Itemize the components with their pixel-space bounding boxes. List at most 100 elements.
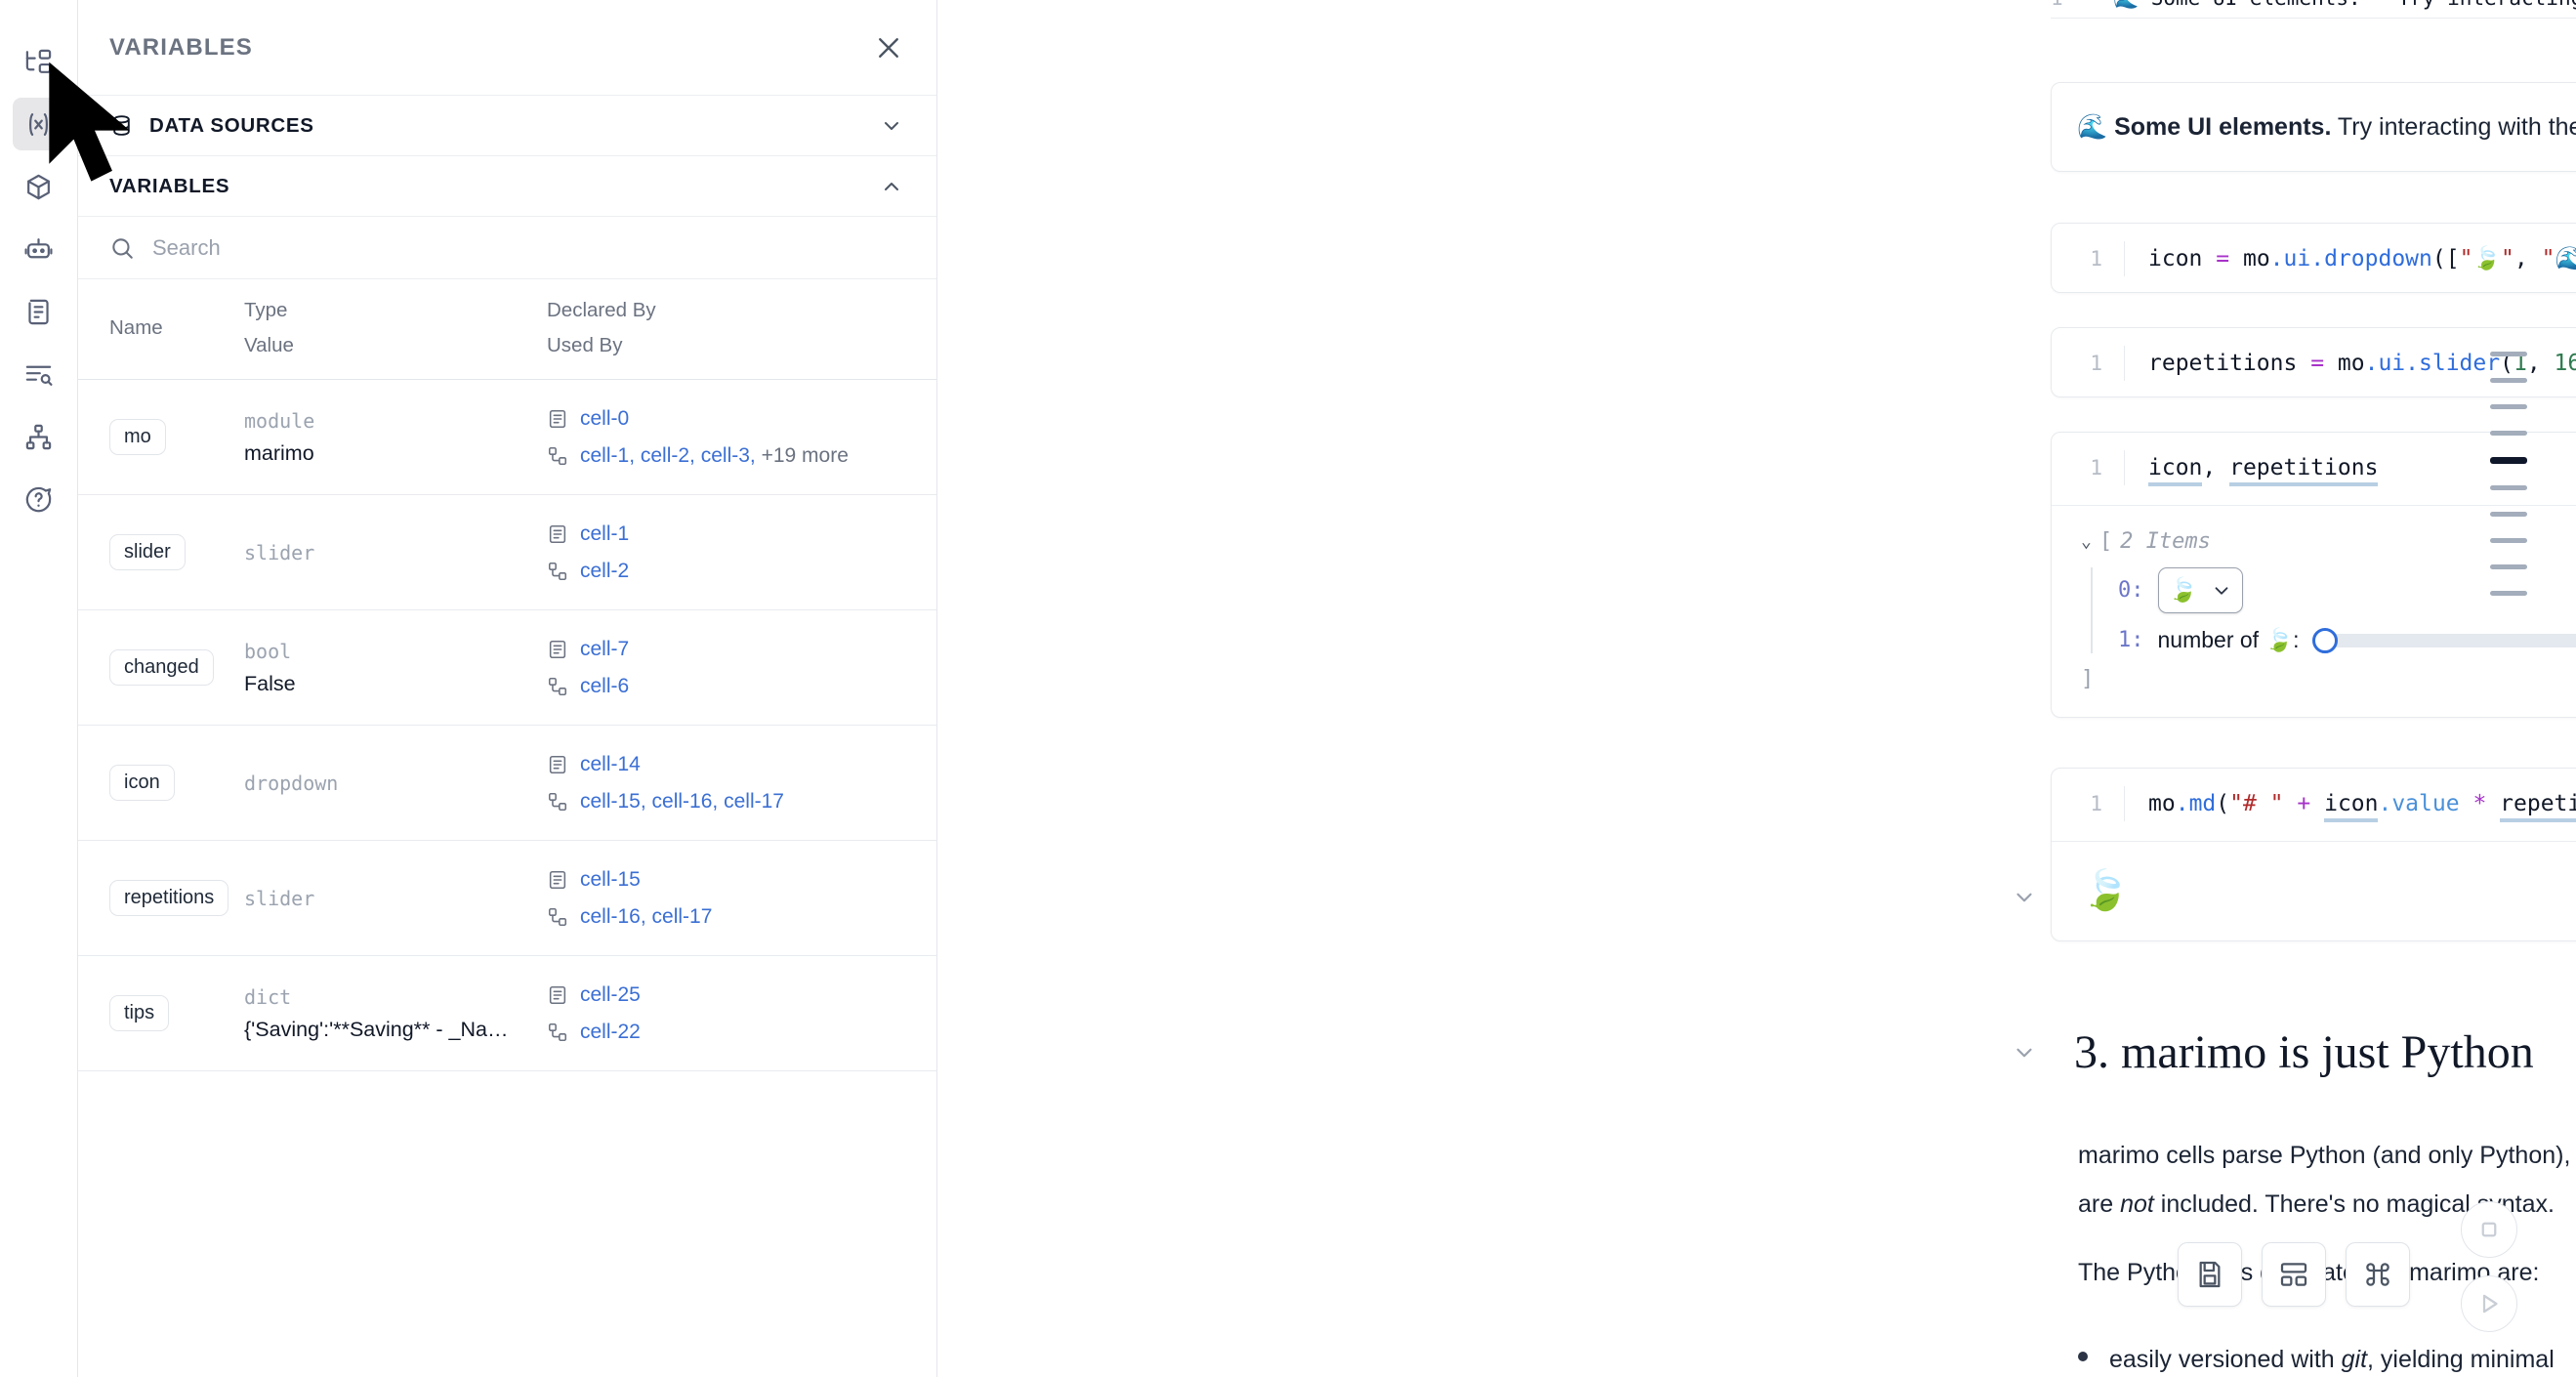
variable-name-chip[interactable]: tips bbox=[109, 995, 170, 1031]
section-variables[interactable]: VARIABLES bbox=[78, 156, 936, 217]
markdown-rest: Try interacting with the below elements. bbox=[2337, 112, 2576, 141]
minimap-tick[interactable] bbox=[2490, 538, 2527, 543]
scratchpad-icon[interactable] bbox=[13, 285, 65, 338]
close-icon[interactable] bbox=[874, 33, 903, 63]
bullet-text: easily versioned with git, yielding mini… bbox=[2109, 1346, 2576, 1377]
minimap-tick[interactable] bbox=[2490, 485, 2527, 490]
save-button[interactable] bbox=[2178, 1242, 2242, 1307]
code-cell-display[interactable]: 1 icon, repetitions bbox=[2052, 433, 2576, 505]
cell-icon bbox=[547, 639, 568, 660]
cell-link[interactable]: cell-2 bbox=[580, 559, 630, 582]
minimap[interactable] bbox=[2441, 352, 2576, 664]
search-input[interactable] bbox=[152, 234, 905, 261]
variables-icon[interactable] bbox=[12, 98, 65, 150]
link-icon bbox=[547, 791, 568, 813]
cell-link[interactable]: cell-3 bbox=[700, 443, 750, 467]
dropdown-value: 🍃 bbox=[2168, 577, 2198, 604]
variable-name-chip[interactable]: repetitions bbox=[109, 880, 229, 916]
minimap-tick[interactable] bbox=[2490, 591, 2527, 596]
expand-toggle-icon[interactable]: ⌄ bbox=[2081, 531, 2092, 552]
table-header: Name Type Value Declared By Used By bbox=[78, 279, 936, 380]
item-index: 1: bbox=[2118, 628, 2144, 652]
dropdown-widget[interactable]: 🍃 bbox=[2157, 567, 2244, 613]
variable-value: marimo bbox=[244, 440, 314, 465]
output-cell-widgets: 1 icon, repetitions ⌄ [ 2 Items 0: 🍃 bbox=[2051, 432, 2576, 718]
minimap-tick[interactable] bbox=[2490, 404, 2527, 409]
layout-button[interactable] bbox=[2262, 1242, 2326, 1307]
cell-link[interactable]: cell-6 bbox=[580, 674, 630, 697]
cell-link[interactable]: cell-1 bbox=[580, 522, 630, 545]
slider-track[interactable] bbox=[2328, 633, 2576, 647]
used-by-row: cell-2 bbox=[547, 553, 919, 590]
minimap-tick[interactable] bbox=[2490, 352, 2527, 356]
code-cell-slider[interactable]: 1 repetitions = mo.ui.slider(1, 16, labe… bbox=[2051, 327, 2576, 397]
cell-link[interactable]: cell-22 bbox=[580, 1020, 641, 1043]
help-icon[interactable] bbox=[13, 473, 65, 525]
cell-link[interactable]: cell-14 bbox=[580, 752, 641, 775]
cell-link[interactable]: cell-0 bbox=[580, 406, 630, 430]
more-label[interactable]: +19 more bbox=[761, 443, 849, 467]
chevron-up-icon[interactable] bbox=[880, 175, 903, 198]
cell-link[interactable]: cell-15 bbox=[580, 789, 641, 813]
code-text[interactable]: mo.md("# " + icon.value * repetitions.va… bbox=[2124, 786, 2576, 822]
minimap-tick[interactable] bbox=[2490, 512, 2527, 517]
code-text[interactable]: icon, repetitions bbox=[2124, 450, 2576, 486]
logs-icon[interactable] bbox=[13, 348, 65, 400]
variable-name-chip[interactable]: mo bbox=[109, 419, 166, 455]
stop-button[interactable] bbox=[2461, 1201, 2517, 1258]
run-controls bbox=[2461, 1201, 2517, 1332]
bullet-1-em: git bbox=[2341, 1346, 2368, 1373]
line-number: 1 bbox=[2090, 352, 2102, 375]
output-items: 0: 🍃 1: number of 🍃: bbox=[2091, 567, 2576, 653]
section-collapse-toggle[interactable] bbox=[2012, 1040, 2037, 1065]
cell-link[interactable]: cell-1 bbox=[580, 443, 630, 467]
minimap-tick[interactable] bbox=[2490, 564, 2527, 569]
minimap-tick[interactable] bbox=[2490, 378, 2527, 383]
packages-icon[interactable] bbox=[13, 160, 65, 213]
cell-link[interactable]: cell-17 bbox=[651, 904, 713, 928]
dependency-graph-icon[interactable] bbox=[13, 410, 65, 463]
minimap-tick[interactable] bbox=[2490, 457, 2527, 464]
ai-assistant-icon[interactable] bbox=[13, 223, 65, 275]
cell-link[interactable]: cell-15 bbox=[580, 867, 641, 891]
link-icon bbox=[547, 1022, 568, 1043]
variable-name-chip[interactable]: slider bbox=[109, 534, 186, 570]
file-explorer-icon[interactable] bbox=[13, 35, 65, 88]
code-cell-md[interactable]: 1 mo.md("# " + icon.value * repetitions.… bbox=[2052, 769, 2576, 841]
slider-handle[interactable] bbox=[2312, 627, 2339, 653]
run-button[interactable] bbox=[2461, 1275, 2517, 1332]
slider-widget[interactable] bbox=[2312, 627, 2576, 653]
cell-link[interactable]: cell-25 bbox=[580, 982, 641, 1006]
cell-link[interactable]: cell-7 bbox=[580, 637, 630, 660]
variable-type: bool bbox=[244, 639, 292, 663]
code-text[interactable]: icon = mo.ui.dropdown(["🍃", "🌊", "✨"], v… bbox=[2124, 241, 2576, 276]
chevron-down-icon[interactable] bbox=[880, 114, 903, 138]
cell-link[interactable]: cell-16 bbox=[651, 789, 713, 813]
cell-link[interactable]: cell-17 bbox=[724, 789, 784, 813]
code-cell-dropdown[interactable]: 1 icon = mo.ui.dropdown(["🍃", "🌊", "✨"],… bbox=[2051, 223, 2576, 293]
cell-collapse-toggle[interactable] bbox=[2012, 885, 2037, 910]
code-text[interactable]: repetitions = mo.ui.slider(1, 16, label=… bbox=[2124, 346, 2576, 381]
bullet-dot bbox=[2078, 1352, 2088, 1361]
link-icon bbox=[547, 445, 568, 467]
cell-link[interactable]: cell-2 bbox=[640, 443, 690, 467]
cell-icon bbox=[547, 869, 568, 891]
variable-name-chip[interactable]: icon bbox=[109, 765, 175, 801]
minimap-tick[interactable] bbox=[2490, 431, 2527, 436]
variable-name-chip[interactable]: changed bbox=[109, 649, 214, 686]
link-icon bbox=[547, 906, 568, 928]
section-data-sources[interactable]: DATA SOURCES bbox=[78, 96, 936, 156]
bracket-close: ] bbox=[2081, 667, 2095, 691]
cell-icon bbox=[547, 984, 568, 1006]
cell-link[interactable]: cell-16 bbox=[580, 904, 641, 928]
header-name: Name bbox=[109, 316, 163, 339]
command-palette-button[interactable] bbox=[2346, 1242, 2410, 1307]
line-number: 1 bbox=[2051, 0, 2063, 10]
declared-by-row: cell-0 bbox=[547, 400, 919, 438]
